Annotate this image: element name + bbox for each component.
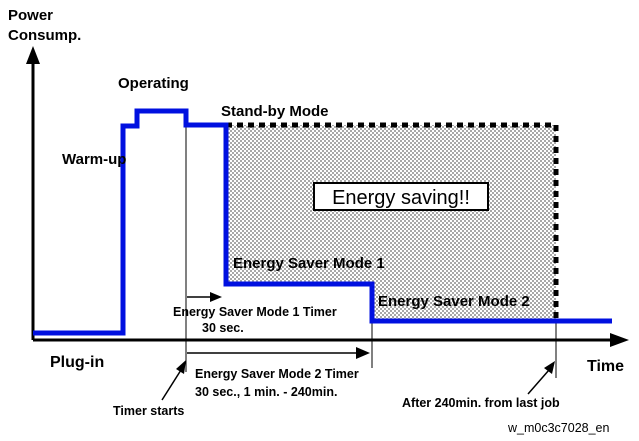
esm1-label: Energy Saver Mode 1 [233, 255, 385, 272]
esm2-timer-value: 30 sec., 1 min. - 240min. [195, 385, 337, 399]
y-axis-label-line2: Consump. [8, 27, 81, 44]
after-240min-label: After 240min. from last job [402, 396, 560, 410]
plug-in-label: Plug-in [50, 354, 104, 371]
standby-label: Stand-by Mode [221, 103, 329, 120]
x-axis-label: Time [587, 358, 624, 375]
timer-starts-label: Timer starts [113, 404, 184, 418]
operating-label: Operating [118, 75, 189, 92]
energy-saving-callout: Energy saving!! [332, 187, 470, 209]
after-240min-pointer-head [544, 361, 555, 374]
esm1-timer-value: 30 sec. [202, 321, 244, 335]
energy-saving-callout-box [313, 182, 489, 211]
x-axis-arrowhead [610, 333, 629, 347]
timer-starts-pointer-head [176, 360, 186, 374]
standby-dotted-outline [226, 122, 559, 321]
timer-starts-pointer [161, 369, 182, 401]
esm2-timer-title: Energy Saver Mode 2 Timer [195, 367, 359, 381]
y-axis-arrowhead [26, 46, 40, 64]
esm2-label: Energy Saver Mode 2 [378, 293, 530, 310]
after-240min-pointer [527, 369, 550, 395]
power-consumption-line [33, 108, 612, 336]
y-axis-label-line1: Power [8, 7, 53, 24]
energy-saving-region [226, 125, 556, 321]
esm2-timer-arrowhead [356, 347, 370, 359]
esm1-timer-arrowhead [210, 292, 222, 302]
esm1-timer-title: Energy Saver Mode 1 Timer [173, 305, 337, 319]
watermark: w_m0c3c7028_en [507, 421, 610, 435]
warmup-label: Warm-up [62, 151, 126, 168]
